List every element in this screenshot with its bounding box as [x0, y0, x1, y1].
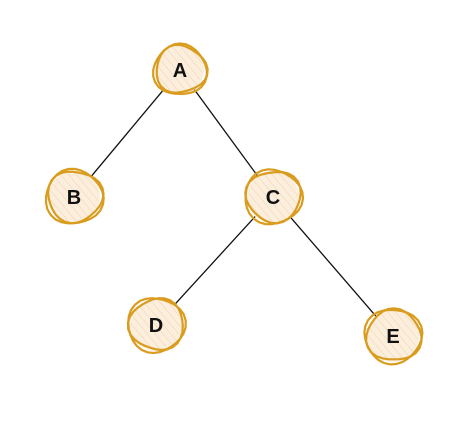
node-outline-sketch	[126, 297, 184, 352]
node-label-b: B	[67, 187, 81, 209]
node-hatch	[248, 172, 298, 222]
edge-c-d	[173, 216, 256, 306]
node-outline	[152, 42, 208, 96]
node-label-a: A	[173, 60, 187, 82]
node-label-e: E	[386, 326, 399, 348]
node-outline	[244, 168, 305, 226]
node-outline-sketch	[155, 43, 209, 94]
node-outline	[363, 308, 424, 366]
node-c: C	[244, 168, 305, 226]
node-a: A	[152, 42, 209, 96]
node-d: D	[126, 297, 187, 355]
node-hatch	[49, 172, 99, 222]
node-hatch	[157, 47, 203, 93]
node-label-d: D	[149, 315, 163, 337]
node-outline-sketch	[46, 170, 105, 225]
node-outline-sketch	[364, 307, 423, 361]
node-hatch	[131, 300, 181, 350]
edge-a-c	[194, 89, 258, 176]
node-e: E	[363, 307, 424, 366]
nodes-layer: A B C D E	[44, 42, 424, 366]
edge-a-b	[90, 88, 165, 177]
node-label-c: C	[266, 187, 280, 209]
node-hatch	[368, 311, 418, 361]
edge-c-e	[289, 216, 377, 317]
node-b: B	[44, 167, 105, 225]
node-outline-sketch	[244, 170, 302, 225]
edges-layer	[90, 88, 377, 317]
